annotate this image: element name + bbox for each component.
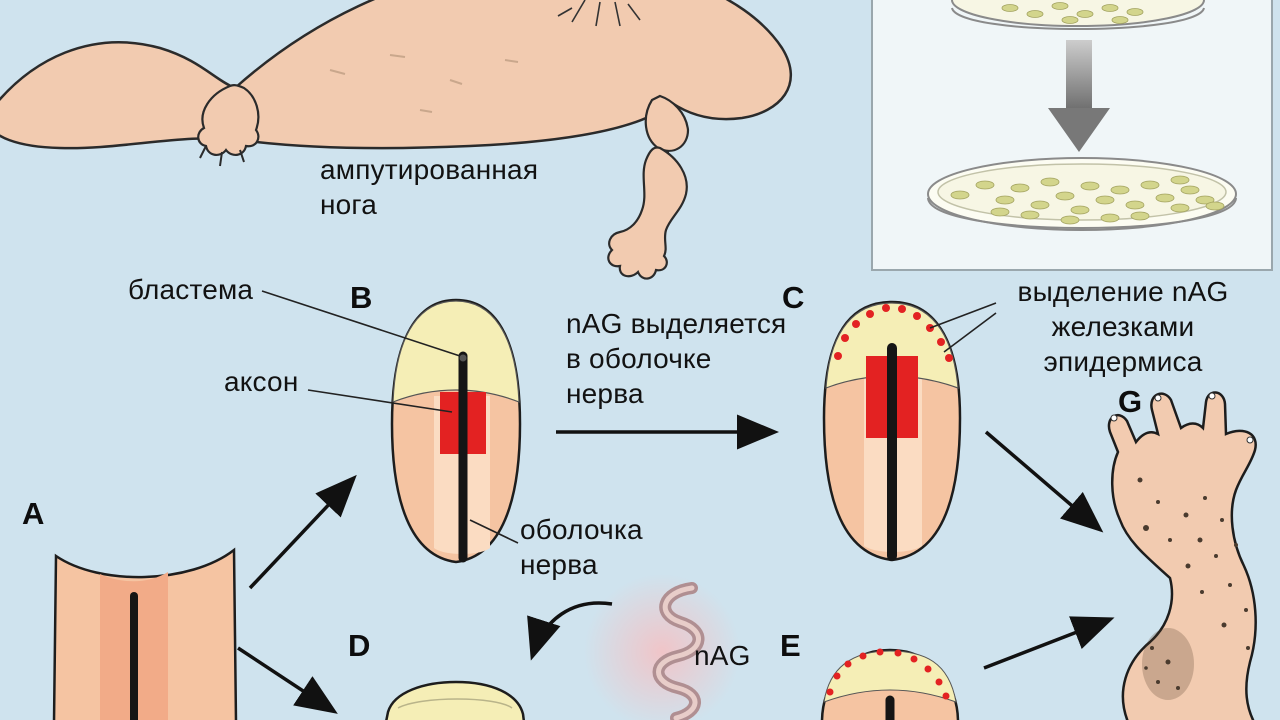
pointer-lines bbox=[261, 290, 997, 544]
nerve-sheath-label: оболочка нерва bbox=[520, 514, 643, 580]
petri-dish-top bbox=[951, 0, 1205, 30]
newt-head-wrinkles bbox=[557, 0, 641, 27]
flow-arrows bbox=[237, 414, 1115, 714]
stage-letter-a: A bbox=[22, 496, 45, 531]
stump-e-illustration bbox=[820, 648, 960, 720]
limb-spots bbox=[1137, 477, 1250, 690]
stage-letter-c: C bbox=[782, 280, 805, 315]
stage-letter-g: G bbox=[1118, 384, 1143, 419]
stump-c-illustration bbox=[822, 300, 962, 562]
regenerated-limb-illustration bbox=[1107, 391, 1257, 720]
pointer-nerve-sheath bbox=[469, 519, 519, 544]
pointer-axon bbox=[307, 389, 453, 413]
blastema-dot bbox=[459, 354, 467, 362]
newt-front-leg bbox=[197, 84, 260, 156]
nag-protein-icon bbox=[584, 574, 740, 720]
limb-claws bbox=[1110, 392, 1254, 444]
nag-label: nAG bbox=[694, 640, 751, 671]
stump-a-illustration bbox=[52, 547, 238, 720]
arrow-e-to-g bbox=[983, 616, 1115, 670]
arrow-a-to-d bbox=[237, 646, 338, 714]
stage-letter-b: B bbox=[350, 280, 373, 315]
stage-letter-e: E bbox=[780, 628, 801, 663]
amputated-leg-illustration bbox=[607, 146, 688, 280]
axon-label: аксон bbox=[224, 366, 299, 397]
pointer-glands-2 bbox=[943, 312, 997, 353]
stump-b-illustration bbox=[390, 298, 522, 564]
blastema-label: бластема bbox=[128, 274, 254, 305]
stage-letter-d: D bbox=[348, 628, 371, 663]
nag-secreted-label: nAG выделяется в оболочке нерва bbox=[566, 308, 787, 409]
transfer-arrow-icon bbox=[1048, 40, 1110, 152]
newt-leg-stump bbox=[644, 94, 690, 152]
amputated-leg-label: ампутированная нога bbox=[320, 154, 539, 220]
nag-glands-label: выделение nAG железками эпидермиса bbox=[1017, 276, 1229, 377]
newt-body-illustration bbox=[0, 0, 793, 280]
epidermal-gland-dots-e bbox=[826, 648, 950, 700]
arrow-a-to-b bbox=[248, 474, 357, 590]
pointer-glands-1 bbox=[929, 302, 997, 329]
arrow-c-to-g bbox=[984, 430, 1104, 533]
pointer-blastema bbox=[261, 290, 461, 357]
cell-culture-panel bbox=[871, 0, 1273, 271]
arrow-nag-to-d bbox=[527, 601, 613, 661]
stump-d-illustration bbox=[385, 680, 526, 720]
petri-dish-bottom bbox=[927, 157, 1237, 231]
